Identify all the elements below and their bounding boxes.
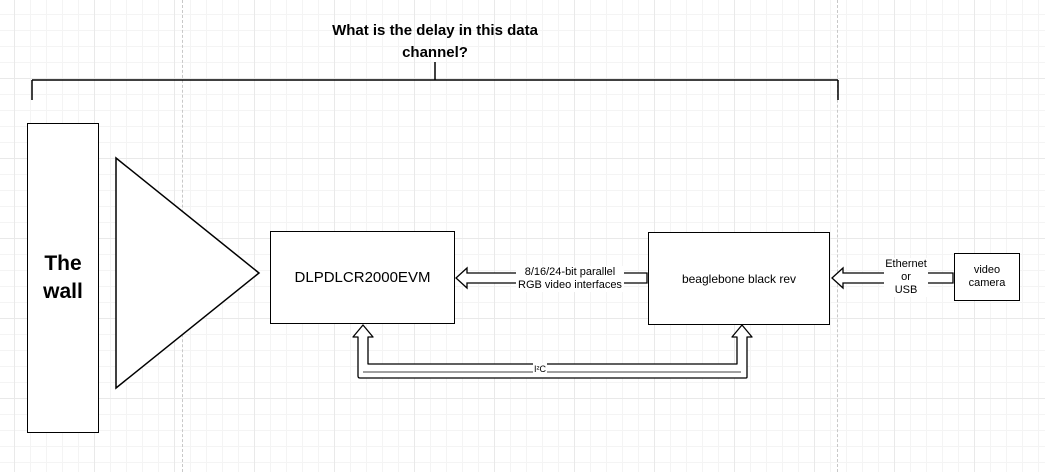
camera-label-line1: video — [973, 264, 1001, 276]
rgb-link-label-line1: 8/16/24-bit parallel — [524, 266, 616, 278]
channel-bracket — [31, 62, 839, 100]
rgb-link-label: 8/16/24-bit parallel RGB video interface… — [516, 266, 624, 292]
dlpdlcr2000evm-box: DLPDLCR2000EVM — [270, 231, 455, 324]
video-camera-box: video camera — [954, 253, 1020, 301]
wall-label-line1: The — [44, 252, 82, 275]
projection-triangle — [115, 156, 261, 390]
beaglebone-box: beaglebone black rev — [648, 232, 830, 325]
eth-label-line2: or — [901, 271, 911, 283]
wall-label-line2: wall — [43, 280, 83, 303]
camera-label-line2: camera — [968, 277, 1006, 289]
ethernet-usb-label: Ethernet or USB — [884, 258, 928, 297]
wall-box: The wall — [27, 123, 99, 433]
eth-label-line1: Ethernet — [885, 258, 927, 270]
beaglebone-label: beaglebone black rev — [681, 271, 797, 286]
rgb-link-label-line2: RGB video interfaces — [518, 279, 622, 291]
guide-line-right — [837, 0, 838, 472]
dlpdlcr2000evm-label: DLPDLCR2000EVM — [294, 269, 431, 286]
diagram-title: What is the delay in this data channel? — [332, 22, 538, 61]
eth-label-line3: USB — [894, 284, 918, 296]
i2c-label: I²C — [533, 363, 547, 376]
i2c-bus-arrow — [352, 324, 753, 379]
